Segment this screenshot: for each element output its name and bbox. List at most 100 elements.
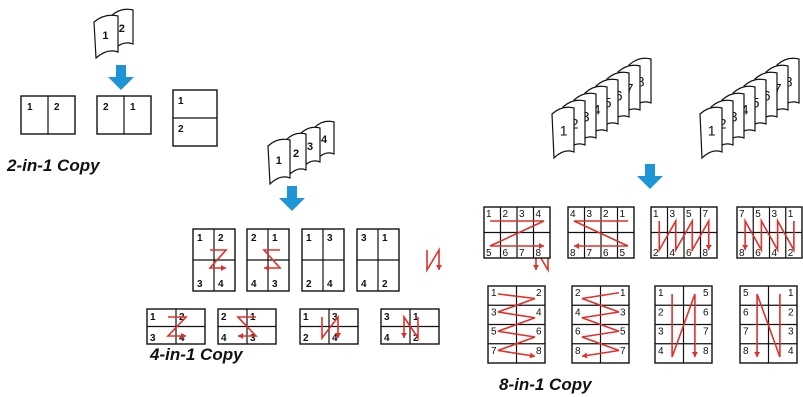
cell-number: 3	[587, 209, 593, 220]
page-outline	[699, 106, 723, 160]
zigzag-path	[489, 220, 545, 249]
path-arrowhead	[436, 265, 442, 270]
arrow-shaft	[116, 65, 126, 78]
cell-number: 2	[178, 124, 184, 135]
cell-number: 4	[384, 333, 390, 344]
path-arrowhead	[705, 245, 712, 250]
cell-number: 1	[486, 209, 492, 220]
arrow-4in1	[279, 186, 305, 211]
caption-2in1: 2-in-1 Copy	[7, 156, 100, 175]
cell-number: 5	[755, 209, 761, 220]
cell-number: 1	[272, 233, 278, 244]
cell-number: 8	[575, 346, 581, 357]
cell-number: 2	[221, 312, 227, 323]
page-number: 4	[593, 102, 601, 118]
cell-number: 8	[536, 248, 542, 259]
path-arrowhead	[401, 333, 407, 338]
cell-number: 2	[653, 248, 659, 259]
path-line	[658, 217, 710, 254]
cell-number: 1	[303, 312, 309, 323]
cell-number: 7	[703, 327, 709, 338]
path-line	[756, 293, 781, 358]
path-arrowhead	[691, 352, 698, 357]
page-number: 3	[730, 109, 738, 125]
path-line	[321, 314, 339, 341]
cell-number: 2	[382, 279, 388, 290]
page-number: 5	[752, 95, 760, 111]
cell-number: 3	[772, 209, 778, 220]
path-line	[236, 316, 258, 337]
layout-2in1-c: 12	[172, 89, 218, 147]
page-number: 4	[321, 134, 328, 146]
arrow-8in1	[637, 164, 663, 189]
cell-number: 1	[197, 233, 203, 244]
cell-number: 4	[332, 333, 338, 344]
cell-number: 2	[103, 102, 109, 113]
layout-4in1-landscape-3: 1 3 2 4	[299, 308, 359, 345]
cell-number: 6	[743, 307, 749, 318]
caption-4in1: 4-in-1 Copy	[150, 345, 243, 364]
cell-number: 1	[27, 102, 33, 113]
path-arrowhead	[582, 352, 588, 359]
path-line	[166, 316, 188, 337]
path-line	[262, 249, 282, 269]
cell-number: 6	[503, 248, 509, 259]
arrow-head	[637, 176, 663, 189]
path-line	[426, 247, 440, 273]
path-line	[403, 314, 419, 341]
cell-number: 3	[332, 312, 338, 323]
zigzag-path	[573, 220, 629, 249]
path-arrowhead	[335, 333, 341, 338]
cell-number: 2	[303, 333, 309, 344]
cell-number: 1	[130, 102, 136, 113]
source-page-1: 1	[699, 106, 723, 160]
cell-number: 8	[703, 346, 709, 357]
path-arrowhead	[574, 243, 579, 249]
cell-number: 5	[703, 288, 709, 299]
cell-number: 4	[218, 279, 224, 290]
cell-number: 3	[272, 279, 278, 290]
zigzag-path	[742, 217, 795, 254]
cell-number: 6	[575, 327, 581, 338]
cell-number: 2	[413, 333, 419, 344]
source-page-1: 1	[93, 14, 119, 60]
cell-number: 1	[491, 288, 497, 299]
cell-number: 2	[788, 307, 794, 318]
zigzag-path	[401, 314, 419, 341]
page-number: 6	[763, 88, 771, 104]
cell-number: 1	[150, 312, 156, 323]
cell-number: 4	[670, 248, 676, 259]
cell-number: 8	[536, 346, 542, 357]
cell-number: 7	[703, 209, 709, 220]
cell-number: 3	[491, 307, 497, 318]
page-number: 2	[719, 116, 727, 132]
cell-number: 5	[686, 209, 692, 220]
page-number: 8	[785, 74, 793, 90]
cell-number: 3	[384, 312, 390, 323]
path-arrowhead	[264, 265, 269, 271]
cell-number: 2	[306, 279, 312, 290]
zigzag-path	[236, 316, 258, 339]
cell-number: 3	[670, 209, 676, 220]
cell-number: 8	[703, 248, 709, 259]
page-outline	[551, 106, 575, 160]
cell-number: 7	[519, 248, 525, 259]
page-number: 2	[571, 116, 579, 132]
path-line	[744, 217, 795, 254]
cell-number: 4	[251, 279, 257, 290]
cell-number: 1	[178, 96, 184, 107]
cell-number: 1	[620, 209, 626, 220]
cell-number: 2	[603, 209, 609, 220]
cell-number: 5	[743, 288, 749, 299]
cell-number: 1	[413, 312, 419, 323]
page-outline	[267, 138, 291, 186]
cell-number: 3	[361, 233, 367, 244]
cell-number: 3	[620, 307, 626, 318]
source-page-2: 2	[285, 132, 307, 178]
cell-number: 4	[570, 209, 576, 220]
